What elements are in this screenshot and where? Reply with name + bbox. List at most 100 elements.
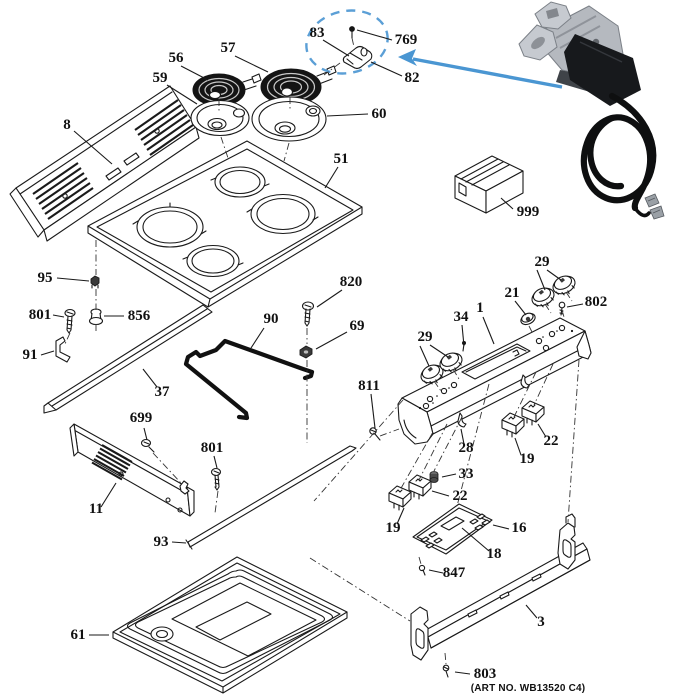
knob-21 — [520, 312, 536, 326]
bracket-28 — [457, 374, 530, 428]
label-19-left: 19 — [386, 520, 401, 536]
panel-icons — [418, 324, 574, 410]
label-3: 3 — [537, 614, 545, 630]
switch-19-left — [388, 485, 412, 511]
harness-cable — [580, 92, 657, 218]
knob-29-right-b — [552, 275, 576, 296]
switch-19-right — [501, 412, 525, 438]
label-90: 90 — [264, 311, 279, 327]
bracket-91 — [55, 336, 71, 363]
lower-rail-3 — [410, 513, 591, 661]
burner-ring-right — [246, 193, 319, 235]
drip-bowl-59 — [190, 99, 250, 137]
label-29-top: 29 — [535, 254, 550, 270]
burner-ring-left — [132, 202, 207, 248]
label-91: 91 — [23, 347, 38, 363]
photo-receptacle-harness — [518, 1, 665, 220]
label-847: 847 — [443, 565, 466, 581]
label-8: 8 — [63, 117, 71, 133]
cooktop-51 — [87, 140, 363, 308]
harness-body — [564, 34, 641, 106]
screw-801-right — [210, 467, 222, 491]
dashed-ellipse — [305, 9, 389, 75]
label-83: 83 — [310, 25, 325, 41]
drip-bowl-60 — [251, 96, 327, 142]
spacer-33 — [429, 471, 439, 483]
rod-93 — [185, 445, 357, 550]
label-56: 56 — [169, 50, 185, 66]
display-cutout — [461, 343, 531, 380]
rail-left-bracket — [410, 606, 429, 661]
fastener-95 — [90, 275, 100, 289]
label-820: 820 — [340, 274, 363, 290]
panel-left-end-cap — [397, 397, 434, 445]
label-59: 59 — [153, 70, 168, 86]
control-panel-1 — [397, 317, 592, 445]
label-811: 811 — [358, 378, 380, 394]
label-699: 699 — [130, 410, 153, 426]
label-61: 61 — [71, 627, 86, 643]
maintop-61 — [112, 556, 348, 694]
knob-29-left-b — [439, 352, 463, 373]
rear-vent-panel-8 — [9, 85, 200, 242]
board-display — [440, 516, 465, 531]
knob-29-left-a — [420, 364, 444, 385]
knob-29-right-a — [531, 287, 555, 308]
label-11: 11 — [89, 501, 103, 517]
screw-769 — [349, 26, 355, 39]
label-1: 1 — [476, 300, 484, 316]
screw-801-left — [64, 308, 76, 334]
label-18: 18 — [487, 546, 502, 562]
label-29-left: 29 — [418, 329, 433, 345]
blue-arrow — [398, 49, 563, 89]
clip-nut-69 — [299, 345, 313, 359]
end-clip — [179, 480, 190, 495]
label-69: 69 — [350, 318, 365, 334]
switch-22-right — [521, 400, 545, 426]
screw-811 — [369, 427, 381, 441]
burner-ring-top — [210, 166, 270, 198]
screw-847 — [418, 564, 426, 576]
label-34: 34 — [454, 309, 470, 325]
element-wire-90 — [183, 338, 315, 421]
shipping-box-999 — [454, 155, 524, 214]
label-22-left: 22 — [453, 488, 468, 504]
label-22-right: 22 — [544, 433, 559, 449]
rail-right-bracket — [557, 513, 576, 570]
label-802: 802 — [585, 294, 608, 310]
label-33: 33 — [459, 466, 474, 482]
label-57: 57 — [221, 40, 237, 56]
label-803: 803 — [474, 666, 497, 682]
callout-labels: 8 56 57 59 60 83 769 82 51 999 95 801 85… — [23, 25, 608, 682]
label-51: 51 — [334, 151, 349, 167]
grommet-856 — [88, 308, 104, 326]
label-93: 93 — [154, 534, 169, 550]
trim-strip-37 — [43, 304, 213, 414]
label-21: 21 — [505, 285, 520, 301]
callout-leaders — [40, 29, 584, 675]
label-60: 60 — [372, 106, 387, 122]
label-801-right: 801 — [201, 440, 224, 456]
callout-circle — [305, 9, 389, 76]
label-801-left: 801 — [29, 307, 52, 323]
screw-802 — [558, 301, 566, 316]
assembly-centerlines — [64, 97, 580, 665]
screw-803 — [442, 664, 450, 678]
burner-coil-56 — [192, 73, 262, 107]
art-number: (ART NO. WB13520 C4) — [471, 683, 586, 694]
label-28: 28 — [459, 440, 474, 456]
cable-terminals — [644, 193, 665, 220]
label-37: 37 — [155, 384, 171, 400]
panel-right-end-cap — [576, 330, 592, 360]
label-19-right: 19 — [520, 451, 535, 467]
terminal-receptacle-82 — [342, 45, 373, 70]
label-856: 856 — [128, 308, 151, 324]
label-16: 16 — [512, 520, 528, 536]
rear-panel-11 — [69, 423, 195, 517]
label-95: 95 — [38, 270, 53, 286]
screw-820 — [301, 301, 315, 327]
label-999: 999 — [517, 204, 540, 220]
screw-699 — [140, 438, 155, 453]
